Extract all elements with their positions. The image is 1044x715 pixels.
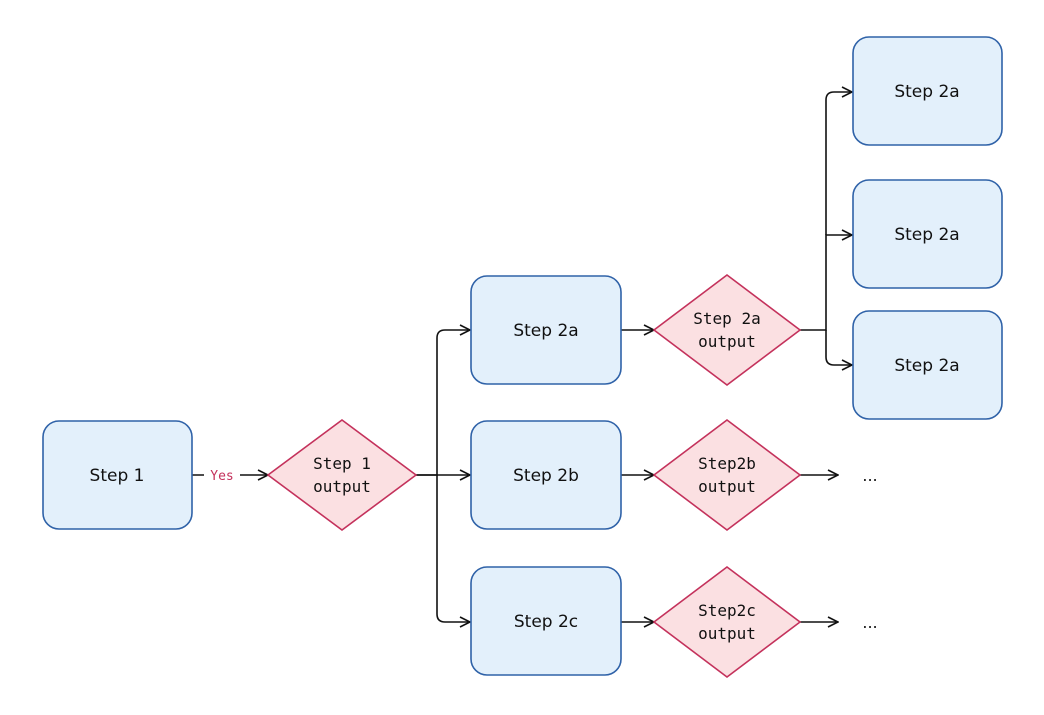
edge-output2a-to-child1 [825,92,852,235]
decision-step2b-output: Step2b output [652,418,802,532]
decision-step2b-output-line1: Step2b [698,454,756,473]
edge-output2a-to-child3 [825,330,852,365]
node-step2b-label: Step 2b [513,466,579,486]
node-step1-label: Step 1 [90,466,145,486]
node-step2a-child-2: Step 2a [852,179,1003,289]
decision-step1-output-line2: output [313,477,371,496]
ellipsis-after-step2c-output: ... [862,613,877,632]
decision-step1-output: Step 1 output [266,419,418,531]
node-step2c-label: Step 2c [514,612,578,632]
node-step2a-child-3: Step 2a [852,310,1003,420]
node-step2a-child-3-label: Step 2a [894,356,959,376]
decision-step2c-output: Step2c output [652,565,802,679]
node-step2c: Step 2c [470,566,622,676]
decision-step2a-output: Step 2a output [652,273,802,387]
ellipsis-after-step2b-output: ... [862,466,877,485]
node-step2b: Step 2b [470,420,622,530]
edge-output1-to-step2c [436,475,470,622]
node-step2a-child-1: Step 2a [852,36,1003,146]
decision-step2b-output-line2: output [698,477,756,496]
node-step2a: Step 2a [470,275,622,385]
decision-step2c-output-line2: output [698,624,756,643]
edge-output2a-to-child2 [800,235,852,331]
node-step1: Step 1 [42,420,193,530]
edge-label-yes: Yes [210,469,233,484]
decision-step2a-output-line1: Step 2a [693,309,760,328]
node-step2a-child-1-label: Step 2a [894,82,959,102]
edge-output1-to-step2a [416,330,470,476]
edges: Yes [192,92,852,622]
node-step2a-child-2-label: Step 2a [894,225,959,245]
decision-step1-output-line1: Step 1 [313,454,371,473]
decision-step2c-output-line1: Step2c [698,601,756,620]
node-step2a-label: Step 2a [513,321,578,341]
decision-step2a-output-line2: output [698,332,756,351]
